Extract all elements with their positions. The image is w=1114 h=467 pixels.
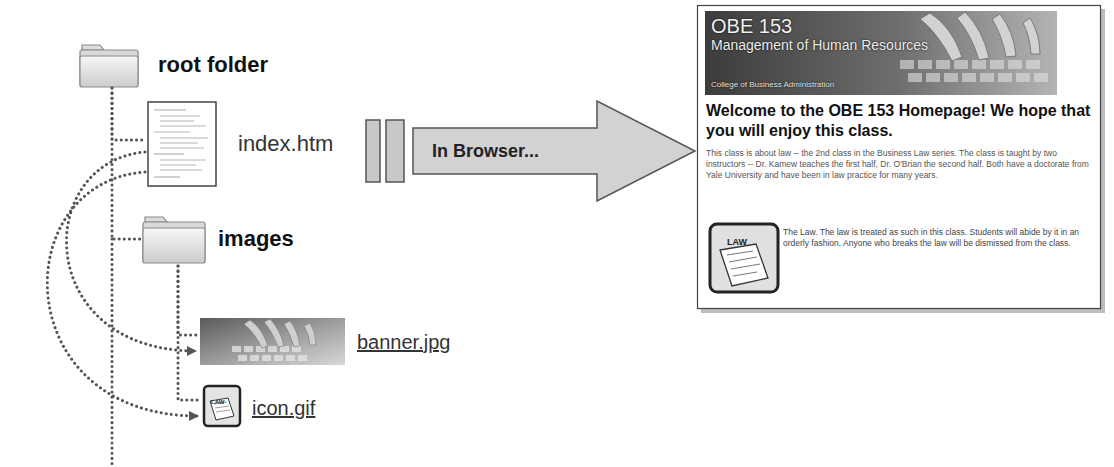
reference-arrow (47, 172, 198, 416)
page-paragraph: This class is about law -- the 2nd class… (706, 148, 1096, 181)
file-label: icon.gif (252, 397, 315, 420)
banner-title: OBE 153 (711, 15, 1051, 37)
image-file-node: banner.jpg (198, 315, 456, 369)
folder-label: root folder (158, 52, 268, 78)
file-label: banner.jpg (357, 331, 450, 354)
icon-caption-text: LAW (211, 399, 224, 405)
folder-label: images (218, 226, 294, 252)
keyboard-photo (200, 318, 345, 365)
browser-window (698, 6, 1101, 309)
tree-line (178, 266, 200, 400)
icon-caption: LAW (727, 231, 747, 249)
reference-arrow (66, 152, 196, 351)
file-node: index.htm (145, 100, 339, 188)
arrow-label: In Browser... (432, 141, 539, 162)
folder-icon (80, 45, 138, 87)
browser-arrow: In Browser... (412, 100, 697, 202)
folder-icon (143, 217, 205, 263)
bar-mark (386, 120, 404, 182)
tree-line (111, 239, 114, 465)
folder-node: images (140, 212, 300, 266)
tree-line (112, 88, 140, 239)
law-icon (204, 386, 240, 426)
banner-photo (705, 11, 1057, 95)
document-icon (148, 102, 216, 186)
tree-line (178, 266, 198, 335)
folder-node: root folder (78, 42, 274, 88)
banner-subtitle: Management of Human Resources (711, 37, 1051, 54)
page-heading: Welcome to the OBE 153 Homepage! We hope… (706, 101, 1096, 140)
bar-mark (366, 120, 380, 182)
file-label: index.htm (238, 131, 333, 157)
browser-page: Welcome to the OBE 153 Homepage! We hope… (697, 5, 1102, 310)
image-file-node: icon.gif (200, 382, 321, 434)
page-paragraph: The Law. The law is treated as such in t… (783, 227, 1089, 249)
banner-note: College of Business Administration (711, 80, 1051, 90)
law-icon (710, 224, 778, 292)
page-banner: OBE 153Management of Human ResourcesColl… (705, 11, 1057, 95)
icon-caption-text: LAW (727, 237, 747, 247)
icon-caption: LAW (211, 390, 224, 408)
tree-line (112, 88, 145, 140)
